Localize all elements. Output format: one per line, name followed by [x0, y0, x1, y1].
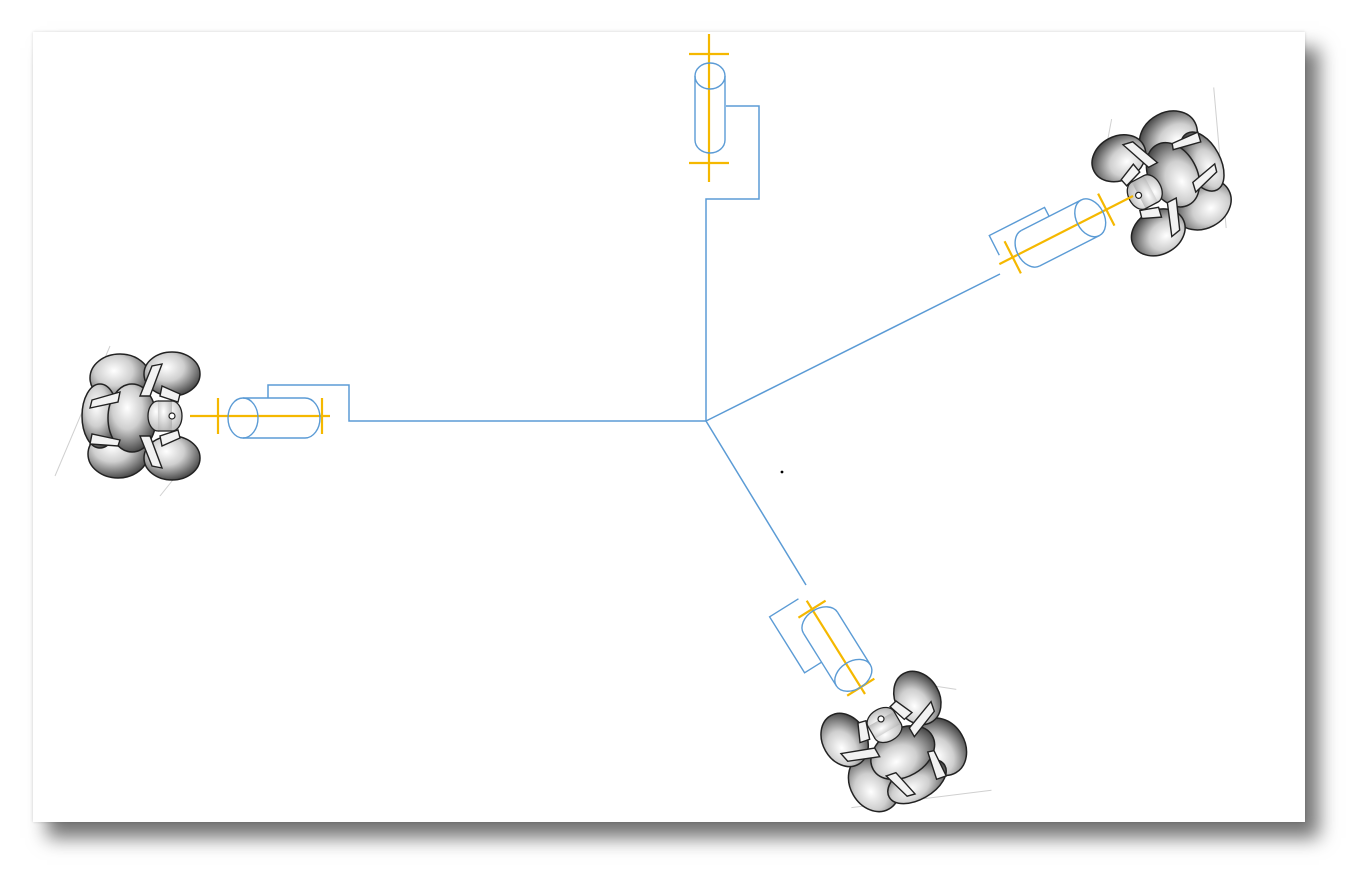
motor-cylinder-icon	[689, 34, 729, 182]
arm-left-line	[267, 384, 706, 422]
arm-top	[689, 34, 729, 182]
omni-wheel-icon	[54, 345, 201, 497]
motor-cylinder-icon	[768, 598, 875, 697]
arm-bottom-line	[705, 420, 807, 586]
center-marker-dot	[780, 470, 784, 474]
omni-wheel-icon	[1075, 69, 1276, 272]
motor-cylinder-icon	[190, 397, 330, 439]
arm-right	[988, 69, 1276, 274]
frame-lines	[267, 105, 1001, 586]
arm-bottom	[768, 598, 1010, 857]
arm-right-line	[705, 273, 1001, 422]
arm-top-line	[705, 105, 760, 421]
arm-left	[54, 345, 330, 497]
motor-cylinder-icon	[988, 193, 1134, 274]
omni-wheel-icon	[805, 653, 1010, 857]
